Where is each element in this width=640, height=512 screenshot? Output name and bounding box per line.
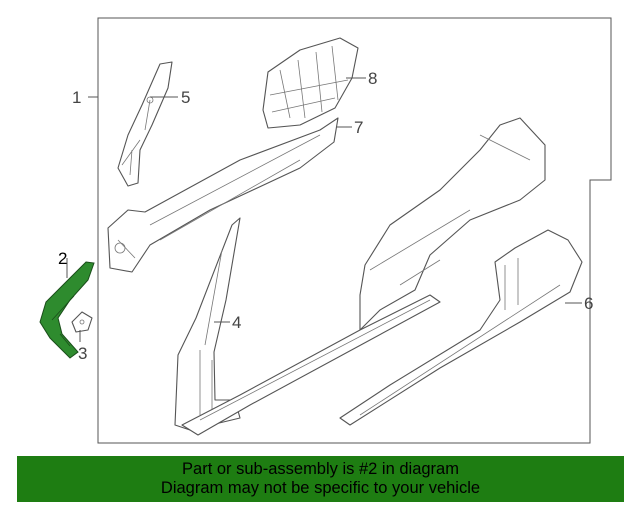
part-6-outer-rocker (339, 229, 583, 426)
part-lower-rocker (181, 294, 441, 436)
leader-lines (66, 77, 582, 342)
callout-8: 8 (368, 69, 377, 88)
callout-5: 5 (181, 88, 190, 107)
callout-6: 6 (584, 294, 593, 313)
callout-1: 1 (72, 88, 81, 107)
part-2-reinforcement (39, 261, 95, 359)
info-banner: Part or sub-assembly is #2 in diagram Di… (17, 456, 624, 502)
assembly-frame (97, 17, 612, 444)
part-4-b-pillar (174, 217, 241, 431)
banner-line-2: Diagram may not be specific to your vehi… (160, 479, 481, 497)
part-5-upper-pillar (117, 61, 173, 187)
callout-7: 7 (354, 118, 363, 137)
part-3-bracket (71, 311, 93, 333)
part-quarter-panel (359, 117, 546, 331)
banner-line-1: Part or sub-assembly is #2 in diagram (182, 460, 459, 478)
callout-2: 2 (58, 249, 67, 268)
callout-4: 4 (232, 313, 241, 332)
callout-3: 3 (78, 344, 87, 363)
part-7-rocker-upper (107, 117, 339, 273)
part-8-inner-panel (262, 37, 359, 129)
